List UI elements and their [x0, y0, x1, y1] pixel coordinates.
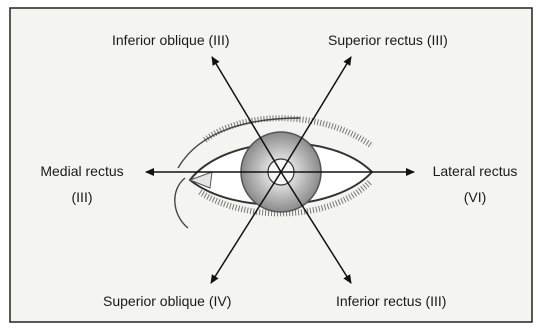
- label-inferior-oblique: Inferior oblique (III): [112, 31, 230, 49]
- label-superior-rectus: Superior rectus (III): [328, 31, 448, 49]
- label-medial-rectus-name: Medial rectus: [22, 162, 142, 180]
- label-superior-oblique: Superior oblique (IV): [103, 292, 231, 310]
- label-lateral-rectus-nerve: (VI): [414, 188, 536, 206]
- label-lateral-rectus: Lateral rectus (VI): [414, 162, 536, 206]
- label-inferior-rectus: Inferior rectus (III): [336, 292, 446, 310]
- label-lateral-rectus-name: Lateral rectus: [414, 162, 536, 180]
- label-medial-rectus-nerve: (III): [22, 188, 142, 206]
- label-medial-rectus: Medial rectus (III): [22, 162, 142, 206]
